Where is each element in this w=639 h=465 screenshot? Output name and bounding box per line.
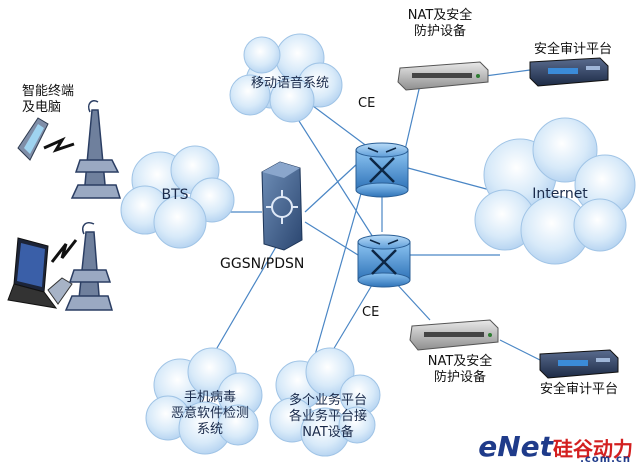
link-voice-ce-top (304, 99, 373, 151)
voice-cloud-shape (229, 33, 343, 123)
signal-bolt-icon-2 (50, 239, 78, 263)
nat-bottom-device (409, 319, 499, 351)
pda-icon (47, 277, 73, 305)
enet-watermark: eNet硅谷动力 .com.cn (478, 430, 633, 465)
label-ce-top: CE (358, 96, 376, 111)
ce-bottom-router (357, 234, 411, 288)
internet-cloud-shape (474, 117, 636, 265)
label-bts: BTS (161, 187, 189, 203)
label-voice-system: 移动语音系统 (250, 76, 329, 91)
connection-lines (209, 69, 541, 361)
link-ggsn-ce-top (304, 162, 359, 213)
laptop-icon (7, 237, 58, 309)
service-cloud-shape (269, 347, 381, 457)
link-ce-top-service (314, 189, 363, 356)
audit-bottom-server (539, 349, 619, 379)
link-ce-top-internet (407, 167, 491, 191)
link-nat-top-audit-top (484, 69, 531, 77)
link-ggsn-virus (209, 239, 281, 361)
label-nat-top: NAT及安全 防护设备 (407, 8, 473, 39)
link-ce-bottom-service (329, 284, 373, 356)
audit-top-server (529, 57, 609, 87)
label-ggsn: GGSN/PDSN (220, 256, 305, 272)
label-virus-detection: 手机病毒 恶意软件检测 系统 (170, 390, 249, 437)
label-internet: Internet (532, 186, 588, 202)
label-audit-top: 安全审计平台 (534, 42, 613, 57)
label-terminal: 智能终端 及电脑 (22, 84, 75, 115)
link-nat-bottom-audit-bottom (499, 339, 541, 361)
link-voice-ce-bottom (291, 109, 379, 246)
bts-cloud-shape (120, 145, 235, 249)
link-ce-top-nat-top (404, 84, 421, 151)
signal-bolt-icon (43, 136, 75, 153)
virus-cloud-shape (145, 347, 263, 455)
tower-bottom-icon (64, 222, 113, 311)
link-ce-bottom-nat-bottom (394, 281, 431, 321)
link-ggsn-ce-bottom (304, 221, 359, 256)
label-nat-bottom: NAT及安全 防护设备 (427, 354, 493, 385)
phone-icon (17, 117, 49, 161)
label-ce-bottom: CE (362, 305, 380, 320)
tower-top-icon (70, 100, 122, 199)
label-service-platform: 多个业务平台 各业务平台接 NAT设备 (288, 393, 367, 440)
label-audit-bottom: 安全审计平台 (540, 382, 619, 397)
ggsn-device (261, 161, 303, 251)
ce-top-router (355, 142, 409, 198)
nat-top-device (397, 61, 489, 91)
